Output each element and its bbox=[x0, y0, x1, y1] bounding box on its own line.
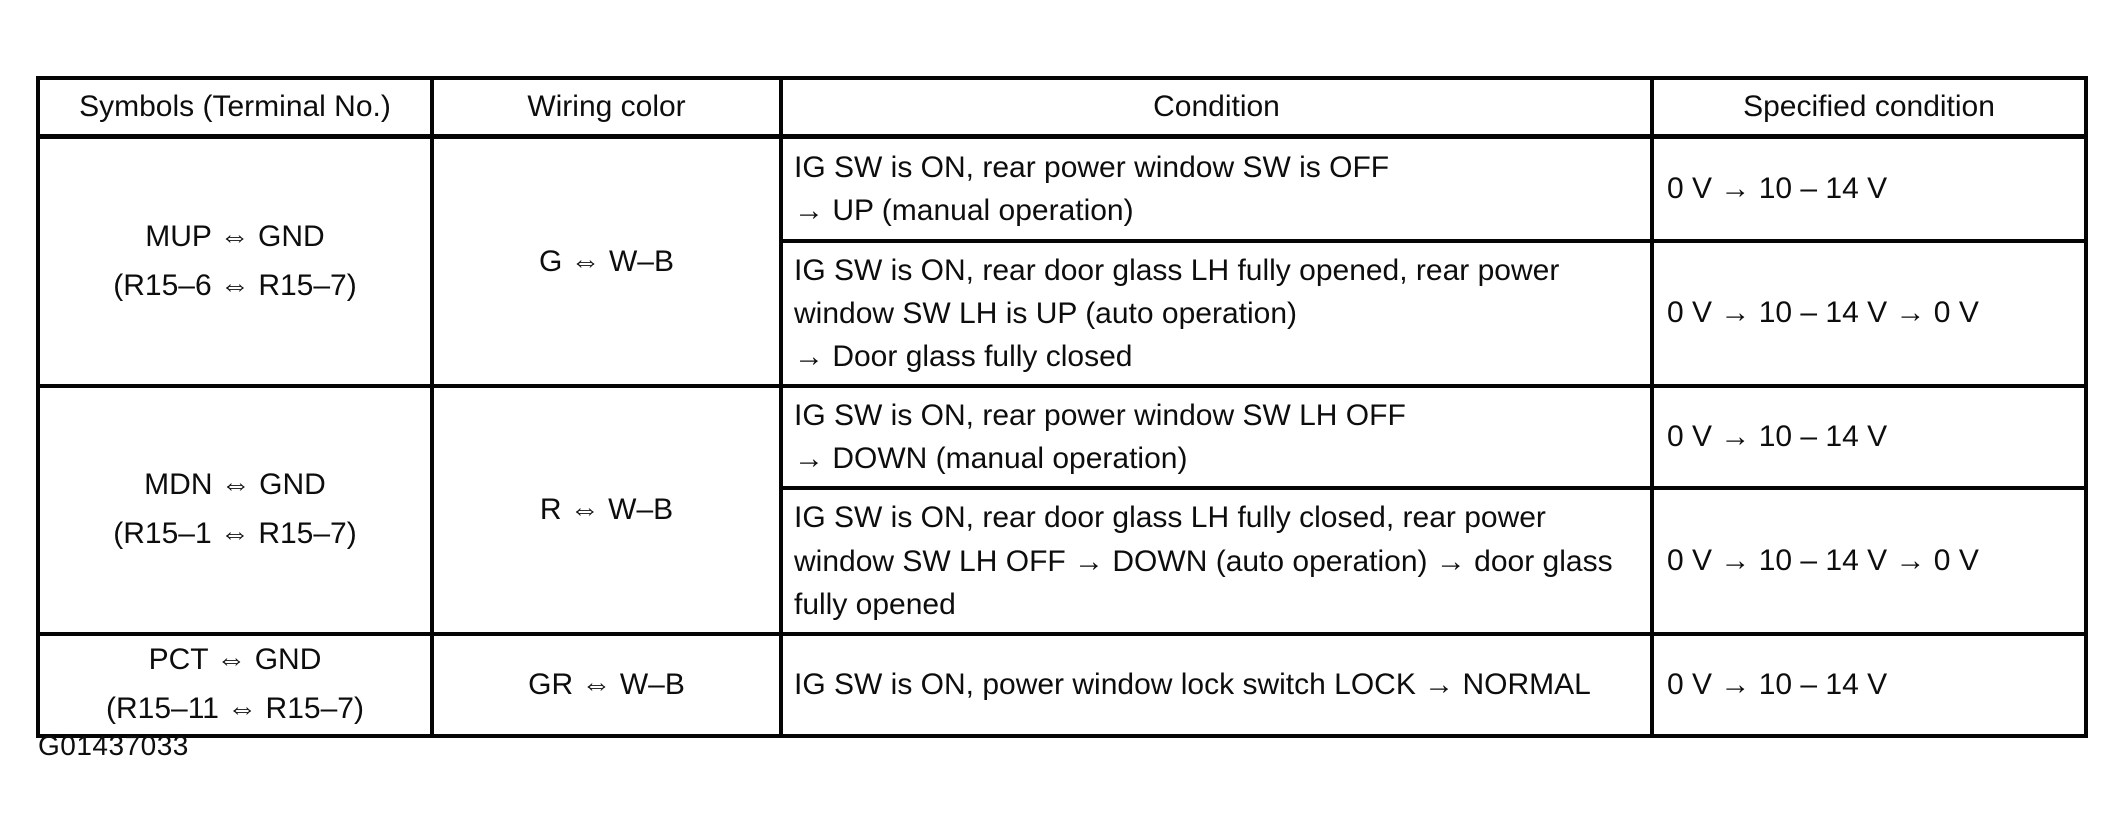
figure-label: G01437033 bbox=[38, 730, 189, 761]
table-row: MDN ⇔ GND (R15–1 ⇔ R15–7) R ⇔ W–B IG SW … bbox=[36, 384, 2088, 636]
col-header-specified-condition: Specified condition bbox=[1650, 76, 2088, 139]
condition-cell: IG SW is ON, rear power window SW LH OFF… bbox=[779, 384, 1654, 491]
header-row: Symbols (Terminal No.) Wiring color Cond… bbox=[36, 76, 2088, 139]
terminal-specification-table: Symbols (Terminal No.) Wiring color Cond… bbox=[36, 76, 2088, 738]
col-header-wiring-color: Wiring color bbox=[430, 76, 783, 139]
condition-cell: IG SW is ON, power window lock switch LO… bbox=[779, 632, 1654, 738]
table-row: MUP ⇔ GND (R15–6 ⇔ R15–7) G ⇔ W–B IG SW … bbox=[36, 134, 2088, 389]
table-row: IG SW is ON, rear door glass LH fully cl… bbox=[38, 486, 2088, 636]
wiring-color-cell-mup: G ⇔ W–B bbox=[430, 134, 783, 389]
symbols-cell-mup: MUP ⇔ GND (R15–6 ⇔ R15–7) bbox=[36, 134, 434, 389]
specified-condition-cell: 0 V → 10 – 14 V → 0 V bbox=[1650, 486, 2088, 636]
table-row: IG SW is ON, rear door glass LH fully op… bbox=[38, 238, 2088, 389]
condition-cell: IG SW is ON, rear power window SW is OFF… bbox=[779, 134, 1654, 243]
symbols-cell-mdn: MDN ⇔ GND (R15–1 ⇔ R15–7) bbox=[36, 384, 434, 636]
symbols-cell-pct: PCT ⇔ GND (R15–11 ⇔ R15–7) bbox=[36, 632, 434, 738]
condition-cell: IG SW is ON, rear door glass LH fully op… bbox=[779, 238, 1654, 389]
condition-cell: IG SW is ON, rear door glass LH fully cl… bbox=[779, 486, 1654, 636]
wiring-color-cell-pct: GR ⇔ W–B bbox=[430, 632, 783, 738]
col-header-condition: Condition bbox=[779, 76, 1654, 139]
specified-condition-cell: 0 V → 10 – 14 V bbox=[1650, 632, 2088, 738]
wiring-color-cell-mdn: R ⇔ W–B bbox=[430, 384, 783, 636]
table-row: PCT ⇔ GND (R15–11 ⇔ R15–7) GR ⇔ W–B IG S… bbox=[36, 632, 2088, 738]
specified-condition-cell: 0 V → 10 – 14 V bbox=[1650, 134, 2088, 243]
col-header-symbols: Symbols (Terminal No.) bbox=[36, 76, 434, 139]
specified-condition-cell: 0 V → 10 – 14 V bbox=[1650, 384, 2088, 491]
specified-condition-cell: 0 V → 10 – 14 V → 0 V bbox=[1650, 238, 2088, 389]
